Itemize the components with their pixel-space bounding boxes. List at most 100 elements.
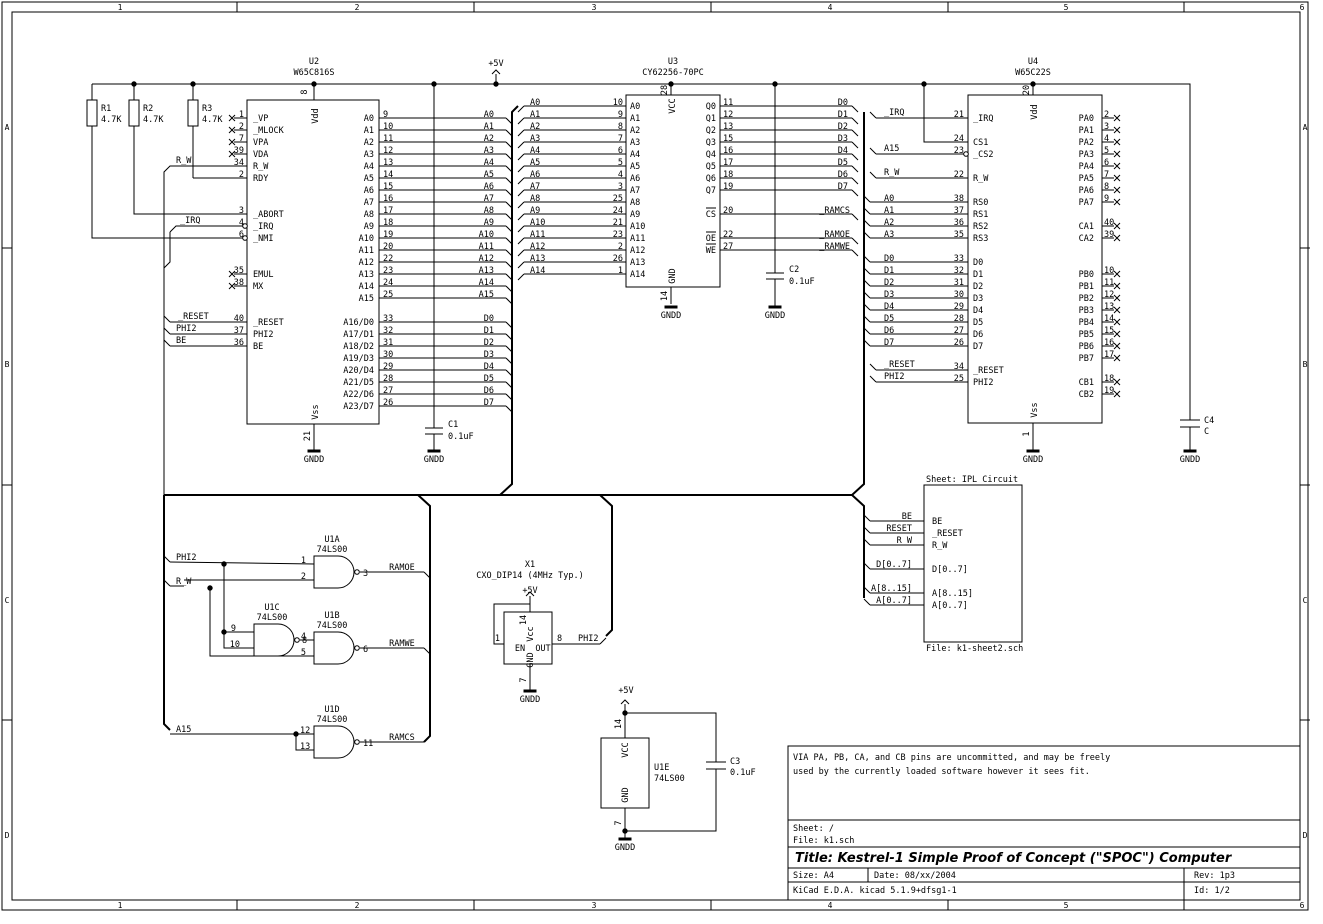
bus-entry — [517, 129, 525, 137]
u1e-vcc-label: VCC — [621, 742, 631, 757]
net-label-a: A9 — [530, 206, 540, 216]
u2-pin-name: _ABORT — [253, 210, 284, 220]
undefined-body — [253, 623, 295, 657]
bus-entry — [517, 117, 525, 125]
net-label-irq: _IRQ — [180, 216, 200, 226]
title-block-frame — [787, 745, 1301, 901]
no-connect-mark — [1113, 198, 1121, 206]
bus-entry — [851, 237, 859, 245]
u3-pin-name: A2 — [630, 126, 640, 136]
net-label-d: D6 — [884, 326, 894, 336]
net-label-a: A3 — [530, 134, 540, 144]
u2-pin-num: 2 — [239, 170, 244, 180]
u4-gnd-label: GNDD — [1023, 455, 1043, 465]
bus-entry — [423, 647, 431, 655]
u3-pin-num: 1 — [618, 266, 623, 276]
u3-pin-num: 3 — [618, 182, 623, 192]
u3-pin-name: A9 — [630, 210, 640, 220]
power-arrow — [620, 699, 630, 705]
net-label-a: A14 — [530, 266, 545, 276]
gate-pin-num: 10 — [230, 640, 240, 650]
net-label-a: A6 — [530, 170, 540, 180]
bus-entry — [863, 327, 871, 335]
u2-pin-name: A5 — [364, 174, 374, 184]
bus-entry — [163, 339, 171, 347]
c4-ref: C4 — [1204, 416, 1214, 426]
net-label-d: D7 — [884, 338, 894, 348]
u2-pin-num: 33 — [383, 314, 393, 324]
u4-pin-name: RS2 — [973, 222, 988, 232]
u1e-gnd-label: GND — [621, 787, 631, 802]
u2-pin-name: _VP — [253, 114, 268, 124]
u2-pin-num: 34 — [234, 158, 244, 168]
net-label-a: A1 — [530, 110, 540, 120]
bus-entry — [863, 255, 871, 263]
c3-ref: C3 — [730, 757, 740, 767]
u4-pin-name: PHI2 — [973, 378, 993, 388]
c4-value: C — [1204, 427, 1209, 437]
undefined-ref: U1C — [264, 603, 279, 613]
u2-pin-name: _MLOCK — [253, 126, 285, 136]
u2-pin-name: R_W — [253, 162, 269, 172]
wires — [91, 74, 1191, 838]
u2-pin-num: 24 — [383, 278, 393, 288]
u2-pin-num: 31 — [383, 338, 393, 348]
power-arrow — [491, 69, 501, 75]
net-label-a: A7 — [530, 182, 540, 192]
u2-pin-name: _IRQ — [253, 222, 273, 232]
bus-entry — [863, 562, 871, 570]
u4-pin-num: 33 — [954, 254, 964, 264]
u4-pin-name: PA6 — [1079, 186, 1094, 196]
u2-pin-num: 17 — [383, 206, 393, 216]
c2-value: 0.1uF — [789, 277, 815, 287]
u2-pin-num: 32 — [383, 326, 393, 336]
net-label-d: D4 — [838, 146, 848, 156]
u4-pin-name: D7 — [973, 342, 983, 352]
u4-pin-num: 31 — [954, 278, 964, 288]
net-label-d: D7 — [838, 182, 848, 192]
u4-pin-name: PB2 — [1079, 294, 1094, 304]
u3-pin-name: CS — [706, 210, 716, 220]
resistor-ref: R2 — [143, 104, 153, 114]
inversion-bubble — [963, 151, 969, 157]
net-label-r_w: R_W — [884, 168, 900, 178]
net-label-a: A7 — [484, 194, 494, 204]
inversion-bubble — [354, 569, 360, 575]
net-label-a: A10 — [479, 230, 494, 240]
u4-pin-name: D0 — [973, 258, 983, 268]
u3-pin-num: 18 — [723, 170, 733, 180]
no-connect-mark — [228, 150, 236, 158]
inversion-bubble — [242, 223, 248, 229]
u4-pin-num: 36 — [954, 218, 964, 228]
net-label-a: A12 — [479, 254, 494, 264]
inversion-bubble — [354, 645, 360, 651]
u4-pin-name: D5 — [973, 318, 983, 328]
no-connect-mark — [1113, 306, 1121, 314]
bus-entry — [517, 141, 525, 149]
nmi-wire — [91, 126, 247, 239]
u3-pin-num: 8 — [618, 122, 623, 132]
u2-pin-num: 10 — [383, 122, 393, 132]
u4-pin-num: 5 — [1104, 146, 1109, 156]
c1-value: 0.1uF — [448, 432, 474, 442]
border-col-label: 4 — [828, 3, 833, 12]
u2-pin-name: A3 — [364, 150, 374, 160]
no-connect-mark — [228, 282, 236, 290]
bus-entry — [851, 141, 859, 149]
ipl-sheet-pin: A[8..15] — [932, 589, 973, 599]
net-label-a: A0 — [884, 194, 894, 204]
border-col-label: 5 — [1064, 3, 1069, 12]
bus-entry — [517, 177, 525, 185]
border-col-label: 1 — [118, 3, 123, 12]
u4-pin-num: 4 — [1104, 134, 1109, 144]
u3-pin-name: Q7 — [706, 186, 716, 196]
u3-pin-name: OE — [706, 234, 716, 244]
addr-data-bus — [511, 105, 519, 124]
net-label-a: A13 — [530, 254, 545, 264]
u3-ref: U3 — [668, 57, 678, 67]
u4-pin-name: CA2 — [1079, 234, 1094, 244]
ipl-sheet-pin: _RESET — [932, 529, 963, 539]
u3-pin-name: Q6 — [706, 174, 716, 184]
u4-pin-num: 25 — [954, 374, 964, 384]
net-label-phi2: PHI2 — [176, 324, 196, 334]
